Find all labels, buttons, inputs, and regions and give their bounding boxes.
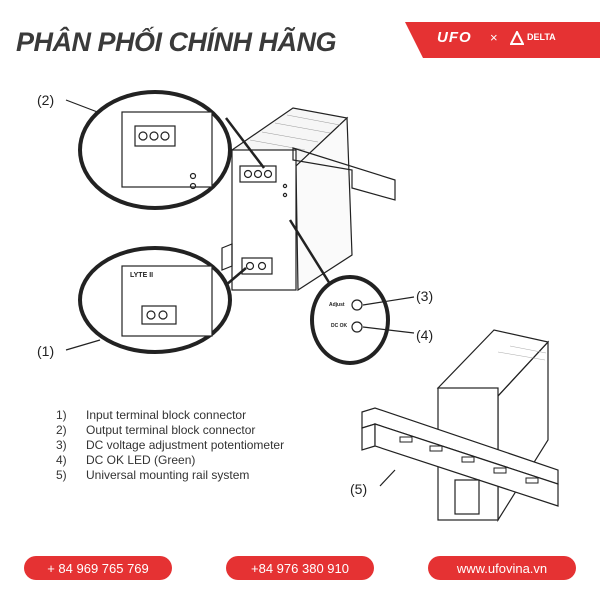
product-diagram — [65, 90, 559, 523]
brand-separator: × — [490, 30, 498, 45]
callout-3: (3) — [416, 288, 434, 304]
legend-item: 5)Universal mounting rail system — [56, 468, 250, 482]
legend-item: 1)Input terminal block connector — [56, 408, 247, 422]
phone-button-1[interactable]: + 84 969 765 769 — [24, 556, 172, 580]
model-label: LYTE II — [130, 272, 154, 279]
legend-item: 3)DC voltage adjustment potentiometer — [56, 438, 285, 452]
delta-logo-icon — [510, 31, 524, 45]
callout-4: (4) — [416, 327, 434, 343]
brand-banner — [405, 22, 600, 58]
callout-1: (1) — [37, 343, 55, 359]
callout-2: (2) — [37, 92, 55, 108]
phone-button-2[interactable]: +84 976 380 910 — [226, 556, 374, 580]
component-legend: 1)Input terminal block connector 2)Outpu… — [56, 408, 284, 483]
legend-item: 2)Output terminal block connector — [56, 423, 256, 437]
ufo-logo: UFO — [437, 29, 472, 46]
adjust-label: Adjust — [329, 302, 345, 308]
dc-ok-label: DC OK — [331, 323, 348, 329]
callout-5: (5) — [350, 481, 368, 497]
delta-logo: DELTA — [527, 32, 556, 42]
page-title: PHÂN PHỐI CHÍNH HÃNG — [16, 27, 337, 57]
website-button[interactable]: www.ufovina.vn — [428, 556, 576, 580]
legend-item: 4)DC OK LED (Green) — [56, 453, 196, 467]
